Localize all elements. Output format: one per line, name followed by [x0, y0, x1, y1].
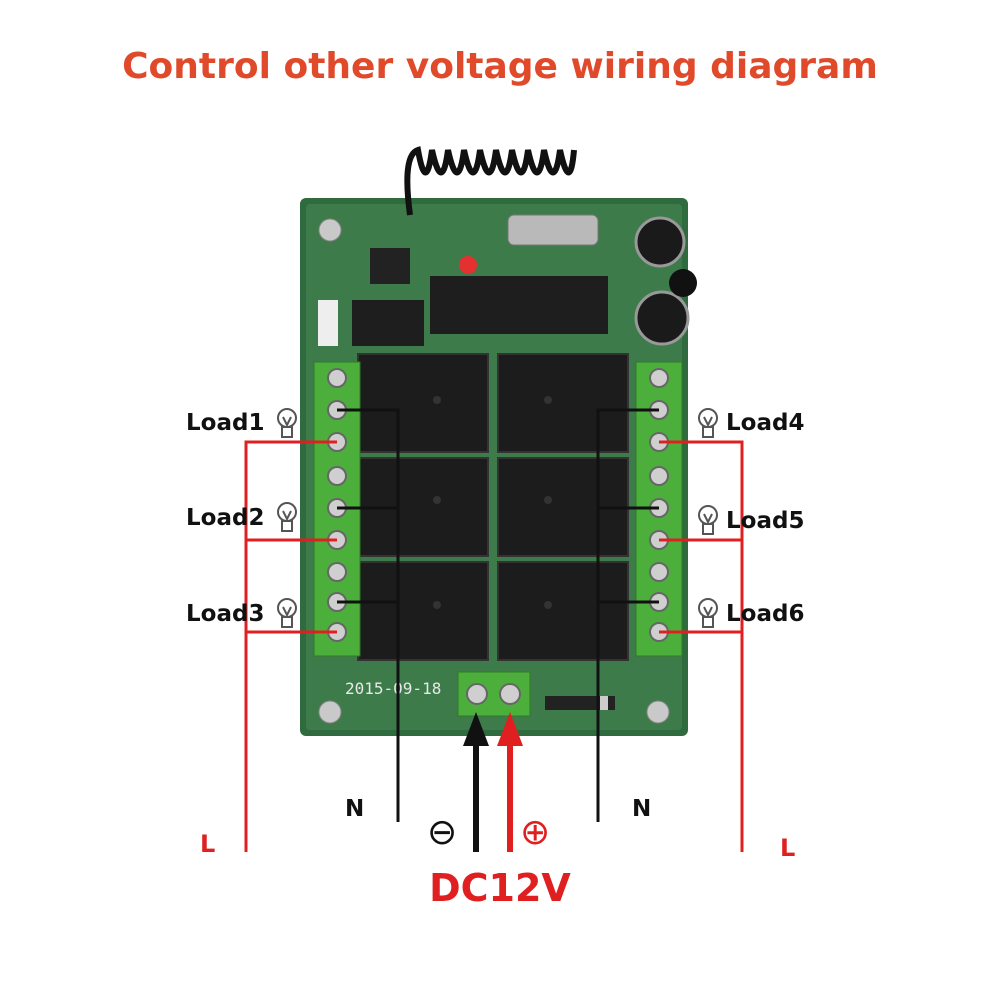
small-chip	[370, 248, 410, 284]
load-label-1: Load1	[186, 410, 265, 436]
bulb-icon	[277, 502, 297, 532]
relay	[497, 561, 629, 661]
load-label-5: Load5	[726, 508, 805, 534]
load-label-3: Load3	[186, 601, 265, 627]
capacitor	[634, 216, 686, 268]
bulb-icon	[698, 505, 718, 535]
neutral-wires	[337, 408, 659, 822]
relays	[357, 353, 629, 661]
live-wires	[244, 440, 744, 852]
negative-symbol: ⊖	[427, 812, 458, 853]
mcu-chip	[430, 276, 608, 334]
load-label-2: Load2	[186, 505, 265, 531]
relay	[497, 353, 629, 453]
positive-arrow	[497, 712, 523, 852]
negative-arrow	[463, 712, 489, 852]
relay	[357, 561, 489, 661]
bulb-icon	[698, 598, 718, 628]
diagram-title: Control other voltage wiring diagram	[122, 46, 878, 87]
led	[459, 256, 477, 274]
driver-chip	[352, 300, 424, 346]
mount-hole	[646, 700, 670, 724]
live-label-left: L	[200, 830, 216, 858]
power-label: DC12V	[429, 866, 571, 910]
neutral-label-left: N	[345, 796, 365, 822]
mount-hole	[318, 700, 342, 724]
bulb-icon	[277, 408, 297, 438]
button	[318, 300, 338, 346]
positive-symbol: ⊕	[520, 812, 551, 853]
capacitor	[634, 290, 690, 346]
crystal	[507, 214, 599, 246]
bulb-icon	[698, 408, 718, 438]
regulator	[669, 269, 697, 297]
live-label-right: L	[780, 834, 796, 862]
load-label-4: Load4	[726, 410, 805, 436]
antenna-coil	[404, 146, 577, 216]
relay	[357, 353, 489, 453]
neutral-label-right: N	[632, 796, 652, 822]
bulb-icon	[277, 598, 297, 628]
mount-hole	[318, 218, 342, 242]
board-date: 2015-09-18	[345, 679, 441, 698]
load-label-6: Load6	[726, 601, 805, 627]
